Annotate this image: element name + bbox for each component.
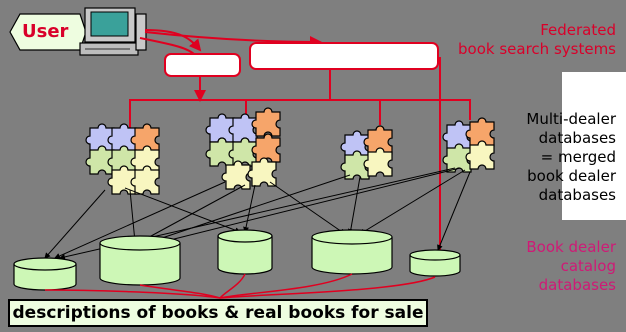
puzzle-database-4 bbox=[443, 118, 494, 172]
database-cylinder bbox=[100, 236, 180, 285]
federated-box-small bbox=[165, 54, 240, 76]
user-label: User bbox=[22, 21, 68, 42]
computer-icon bbox=[80, 8, 146, 55]
multi-dealer-line: databases bbox=[526, 129, 616, 148]
federated-line: Federated bbox=[458, 21, 616, 40]
multi-dealer-line: Multi-dealer bbox=[526, 110, 616, 129]
catalog-line: Book dealer bbox=[526, 238, 616, 257]
multi-dealer-line: = merged bbox=[526, 148, 616, 167]
catalog-line: databases bbox=[526, 276, 616, 295]
federated-line: book search systems bbox=[458, 40, 616, 59]
multi-dealer-label: Multi-dealer databases = merged book dea… bbox=[526, 110, 616, 205]
multi-dealer-line: databases bbox=[526, 186, 616, 205]
database-cylinder bbox=[410, 250, 460, 276]
catalog-line: catalog bbox=[526, 257, 616, 276]
caption-box: descriptions of books & real books for s… bbox=[8, 299, 428, 327]
federated-label: Federated book search systems bbox=[458, 21, 616, 59]
database-cylinder bbox=[312, 230, 392, 274]
database-cylinder bbox=[218, 230, 272, 274]
catalog-label: Book dealer catalog databases bbox=[526, 238, 616, 295]
federated-box-large bbox=[250, 43, 438, 69]
database-cylinder bbox=[14, 258, 76, 290]
multi-dealer-line: book dealer bbox=[526, 167, 616, 186]
